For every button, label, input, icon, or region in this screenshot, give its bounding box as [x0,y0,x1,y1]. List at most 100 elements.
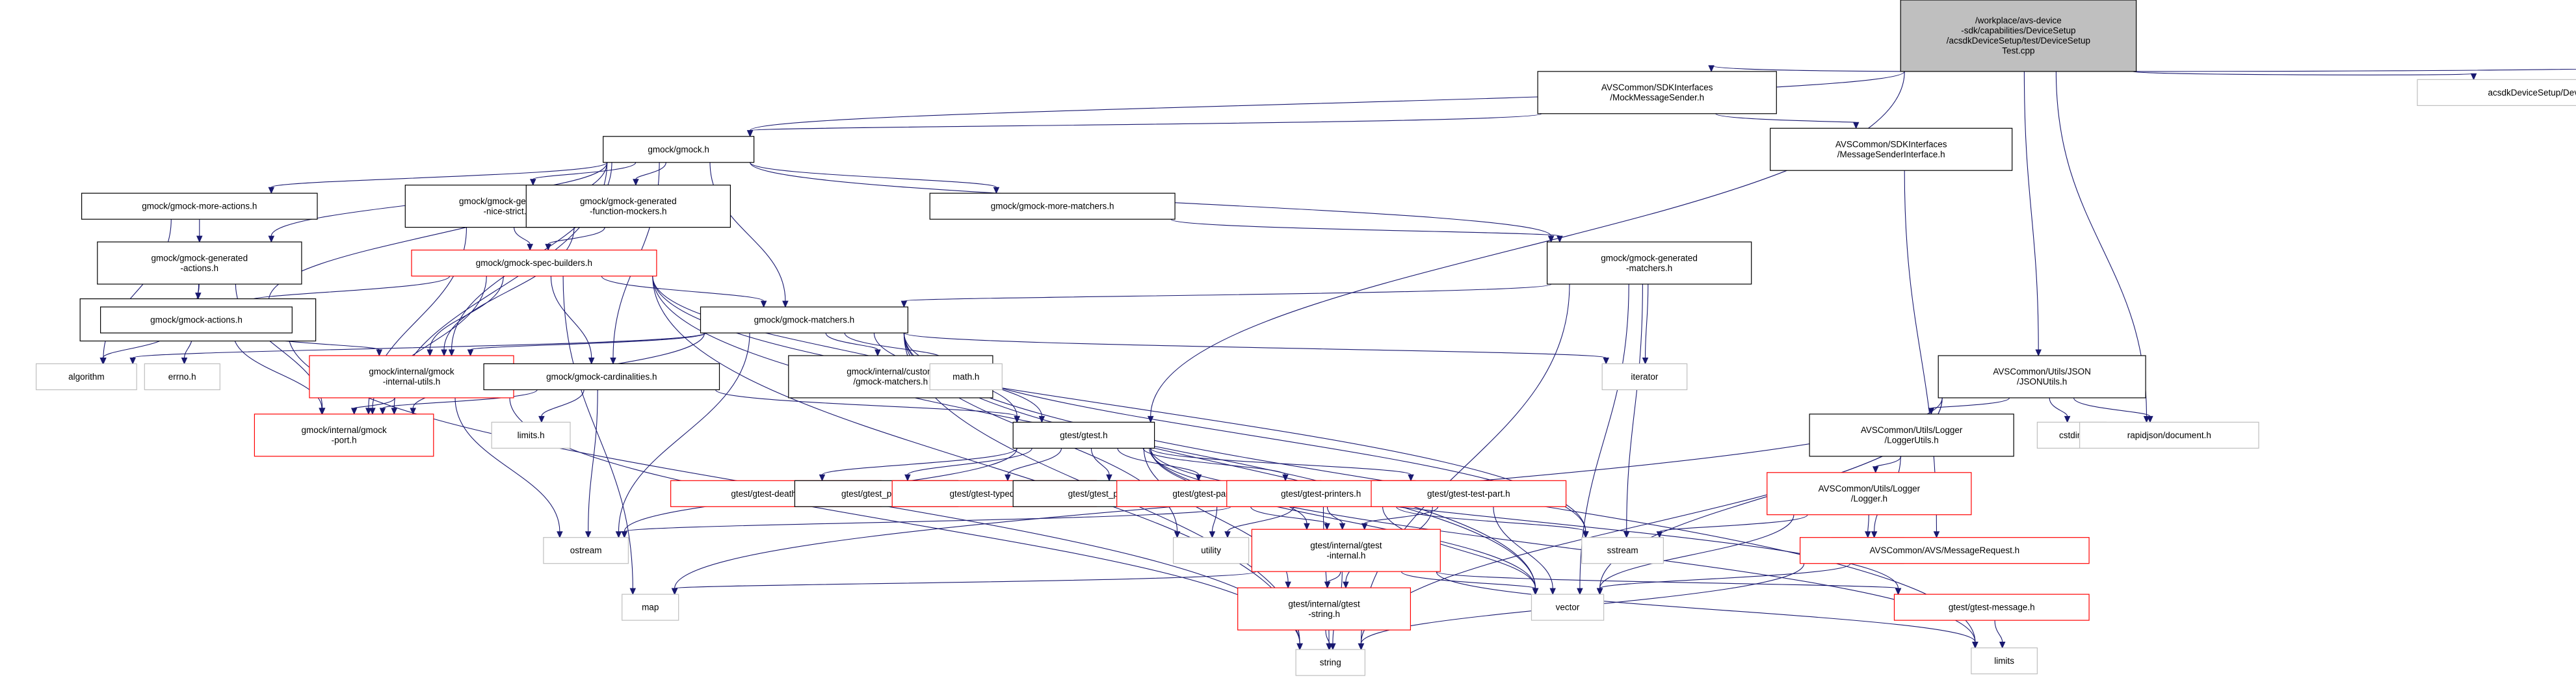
graph-node-internalutils[interactable]: gmock/internal/gmock-internal-utils.h [309,355,514,399]
node-label: AVSCommon/SDKInterfaces [1601,83,1713,92]
graph-edge [621,506,1231,538]
graph-edge [1361,506,1439,531]
edge-line [1327,571,1341,583]
graph-node-morematchers[interactable]: gmock/gmock-more-matchers.h [929,192,1176,220]
graph-node-gtestmessage[interactable]: gtest/gtest-message.h [1893,594,2090,621]
node-label: gmock/gmock-more-actions.h [142,202,257,211]
graph-node-loggerutils[interactable]: AVSCommon/Utils/Logger/LoggerUtils.h [1809,413,2014,457]
graph-node-jsonutils[interactable]: AVSCommon/Utils/JSON/JSONUtils.h [1938,355,2146,399]
graph-edge [1396,506,1589,538]
graph-node-msgsender[interactable]: AVSCommon/SDKInterfaces/MockMessageSende… [1537,71,1777,114]
edge-arrowhead [365,408,372,415]
edge-arrowhead [621,531,628,538]
node-label: gmock/internal/custom [847,367,934,376]
graph-node-math[interactable]: math.h [929,363,1003,391]
node-box [1770,127,2013,171]
edge-arrowhead [1361,523,1368,531]
edge-arrowhead [1933,531,1940,538]
edge-arrowhead [1224,531,1231,538]
graph-edge [1142,448,1289,482]
graph-node-gteststring[interactable]: gtest/internal/gtest-string.h [1237,587,1411,631]
graph-edge [1865,514,1871,538]
graph-edge [715,389,1020,423]
edge-arrowhead [1195,474,1202,482]
node-label: string [1320,658,1341,668]
node-label: cstdint [2059,430,2084,440]
graph-node-limitsh[interactable]: limits.h [491,421,571,449]
graph-node-cardinalities[interactable]: gmock/gmock-cardinalities.h [483,363,720,391]
node-label: /workplace/avs-device [1975,16,2062,25]
node-box [1767,472,1972,516]
graph-node-vector[interactable]: vector [1531,594,1605,621]
graph-node-sstream[interactable]: sstream [1581,537,1664,564]
edge-line [454,397,560,532]
node-label: gtest/internal/gtest [1288,599,1360,609]
edge-line [1150,71,1905,417]
graph-node-matchers[interactable]: gmock/gmock-matchers.h [700,306,908,334]
edge-arrowhead [1174,531,1181,538]
graph-node-iterator[interactable]: iterator [1601,363,1688,391]
edge-line [618,332,750,532]
graph-edge [1324,571,1341,589]
graph-node-errno[interactable]: errno.h [144,363,220,391]
graph-edge [671,571,1256,596]
graph-edge [427,276,504,357]
graph-node-utility[interactable]: utility [1172,537,1250,564]
graph-node-custommatchers[interactable]: gmock/internal/custom/gmock-matchers.h [788,355,993,399]
node-label: gmock/gmock-generated [151,253,248,263]
node-label: gtest/gtest.h [1060,430,1108,440]
graph-node-funcmockers[interactable]: gmock/gmock-generated-function-mockers.h [525,185,731,228]
edge-line [825,332,878,350]
graph-node-actions[interactable]: gmock/gmock-actions.h [100,306,293,334]
edge-arrowhead [1872,466,1879,474]
node-label: acsdkDeviceSetup/DeviceSetup.h [2488,88,2576,98]
graph-edge [1904,170,1940,538]
graph-node-moreactions[interactable]: gmock/gmock-more-actions.h [81,192,318,220]
graph-edge [1623,284,1643,538]
edge-line [624,506,1231,532]
graph-node-gtestinternal[interactable]: gtest/internal/gtest-internal.h [1251,529,1441,572]
node-box [603,136,755,163]
graph-edge [2049,397,2071,423]
graph-node-limits[interactable]: limits [1971,647,2038,675]
graph-node-gmock[interactable]: gmock/gmock.h [603,136,755,163]
graph-node-rapidjson[interactable]: rapidjson/document.h [2079,421,2259,449]
graph-node-testpart[interactable]: gtest/gtest-test-part.h [1371,480,1567,507]
node-box [309,355,514,399]
graph-node-msgsenderif[interactable]: AVSCommon/SDKInterfaces/MessageSenderInt… [1770,127,2013,171]
node-box [411,250,657,277]
graph-node-devsetup[interactable]: acsdkDeviceSetup/DeviceSetup.h [2417,79,2576,107]
graph-node-map[interactable]: map [622,594,679,621]
graph-node-genmatchers[interactable]: gmock/gmock-generated-matchers.h [1547,241,1752,285]
graph-node-gtest[interactable]: gtest/gtest.h [1012,421,1155,449]
edge-arrowhead [410,408,416,415]
graph-node-msgrequest[interactable]: AVSCommon/AVS/MessageRequest.h [1800,537,2090,564]
graph-node-specbuilders[interactable]: gmock/gmock-spec-builders.h [411,250,657,277]
node-label: gmock/internal/gmock [301,425,387,435]
graph-node-ostream[interactable]: ostream [543,537,629,564]
edge-arrowhead [129,358,136,365]
edge-arrowhead [2147,415,2153,423]
graph-edge [1436,571,1902,596]
graph-node-string[interactable]: string [1295,649,1365,676]
edge-line [844,332,942,359]
graph-node-algorithm[interactable]: algorithm [35,363,137,391]
edge-line [541,389,585,417]
node-label: /MessageSenderInterface.h [1837,150,1945,159]
graph-node-genactions[interactable]: gmock/gmock-generated-actions.h [97,241,302,285]
edge-line [550,276,592,358]
graph-node-logger[interactable]: AVSCommon/Utils/Logger/Logger.h [1767,472,1972,516]
edge-arrowhead [1285,581,1291,589]
edge-line [1644,284,1649,358]
edge-arrowhead [1282,474,1289,482]
edge-arrowhead [610,358,616,365]
edge-arrowhead [760,300,767,308]
node-box [1237,587,1411,631]
edge-arrowhead [1547,235,1555,243]
node-label: -internal-utils.h [383,377,441,387]
node-label: gmock/gmock-generated [580,196,677,206]
node-label: Test.cpp [2002,46,2034,56]
edge-arrowhead [350,408,358,415]
graph-node-root[interactable]: /workplace/avs-device-sdk/capabilities/D… [1900,0,2137,72]
graph-node-gmockport[interactable]: gmock/internal/gmock-port.h [254,413,434,457]
